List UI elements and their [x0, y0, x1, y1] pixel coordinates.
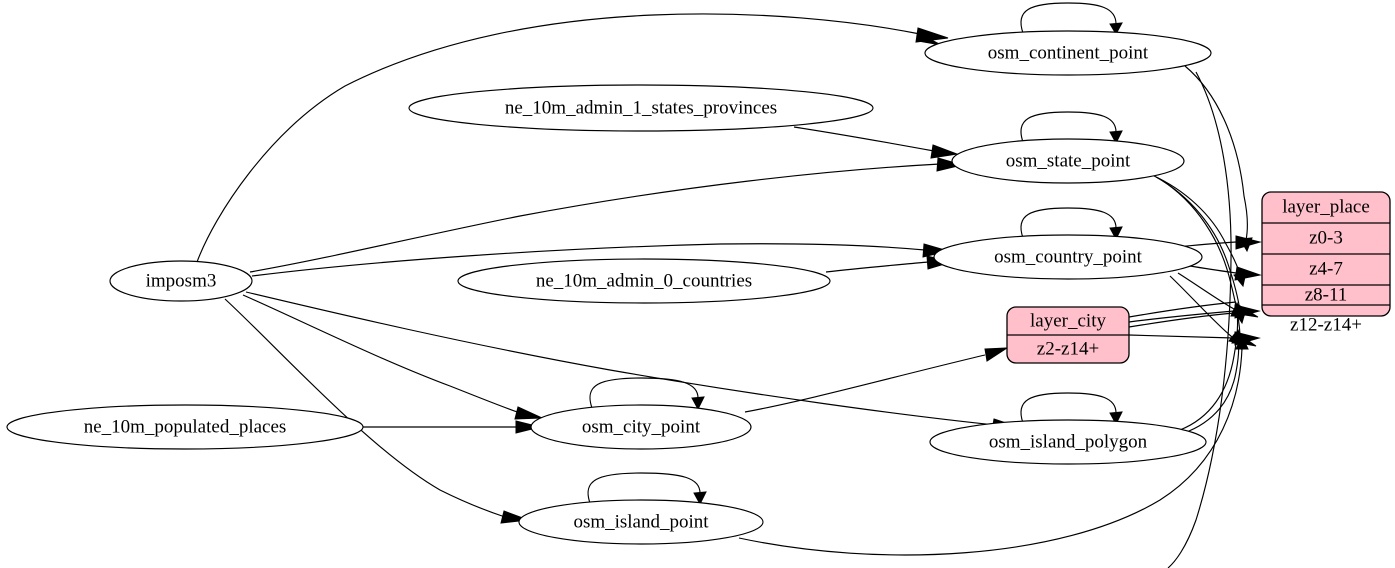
node-osm_island_polygon[interactable]: osm_island_polygon: [929, 419, 1207, 465]
record-layer_city-header: layer_city: [1030, 310, 1106, 331]
record-node-layer_city[interactable]: layer_city z2-z14+: [1006, 306, 1130, 364]
node-imposm3[interactable]: imposm3: [109, 260, 253, 302]
node-osm_country_point[interactable]: osm_country_point: [933, 234, 1203, 280]
edge-osm_island_polygon-to-layer_place-z8-11: [1179, 301, 1244, 431]
edge-self-loop-osm_state_point: [1020, 111, 1123, 145]
record-node-layer_place[interactable]: layer_place z0-3 z4-7 z8-11 z12-z14+: [1261, 191, 1391, 335]
edge-layer_city-to-layer_place-z8-11-b: [1128, 312, 1235, 328]
record-layer_place-row-z12-z14[interactable]: z12-z14+: [1290, 314, 1362, 335]
node-osm_state_point[interactable]: osm_state_point: [951, 138, 1185, 184]
edge-osm_city_point-to-layer_city: [744, 347, 1009, 413]
edge-osm_continent_point-down-rail: [1167, 71, 1232, 568]
edge-self-loop-osm_country_point: [1020, 207, 1123, 241]
nodes-layer: imposm3 ne_10m_populated_places ne_10m_a…: [6, 30, 1391, 545]
edge-self-loop-osm_continent_point: [1020, 2, 1123, 36]
record-layer_place-row-z0-3[interactable]: z0-3: [1309, 227, 1343, 248]
node-osm_island_polygon-label: osm_island_polygon: [989, 431, 1148, 452]
edge-self-loop-osm_city_point: [589, 377, 705, 411]
node-ne_10m_admin_0_countries-label: ne_10m_admin_0_countries: [536, 270, 752, 291]
node-osm_island_point-label: osm_island_point: [573, 511, 709, 532]
edge-osm_country_point-to-layer_place-z4-7: [1189, 265, 1262, 281]
edge-layer_city-upper-out: [1128, 301, 1237, 318]
edge-osm_continent_point-to-layer_place-z0-3: [1184, 65, 1253, 253]
edge-ne0-to-osm_country_point: [825, 255, 953, 273]
node-osm_continent_point-label: osm_continent_point: [988, 42, 1149, 63]
node-osm_city_point-label: osm_city_point: [582, 416, 701, 437]
node-osm_state_point-label: osm_state_point: [1006, 150, 1131, 171]
node-ne_10m_admin_1_states_provinces[interactable]: ne_10m_admin_1_states_provinces: [408, 84, 874, 132]
record-layer_place-row-z8-11[interactable]: z8-11: [1305, 284, 1348, 305]
record-layer_place-header: layer_place: [1282, 196, 1370, 217]
edge-ne_pop-to-osm_city_point: [363, 420, 541, 434]
node-imposm3-label: imposm3: [146, 270, 217, 291]
edge-ne1-to-osm_state_point: [793, 126, 959, 159]
node-ne_10m_admin_0_countries[interactable]: ne_10m_admin_0_countries: [457, 258, 831, 304]
node-osm_continent_point[interactable]: osm_continent_point: [924, 30, 1212, 76]
node-osm_island_point[interactable]: osm_island_point: [518, 499, 764, 545]
node-osm_city_point[interactable]: osm_city_point: [530, 404, 752, 450]
node-ne_10m_populated_places-label: ne_10m_populated_places: [84, 416, 287, 437]
edge-osm_island_point-to-layer_place-z12-z14: [738, 334, 1249, 556]
edges-layer: [196, 2, 1262, 568]
edge-imposm3-to-osm_continent_point: [196, 13, 949, 263]
edge-imposm3-to-osm_city_point: [242, 294, 543, 420]
node-osm_country_point-label: osm_country_point: [994, 246, 1142, 267]
node-ne_10m_populated_places[interactable]: ne_10m_populated_places: [6, 404, 364, 450]
record-layer_place-row-z4-7[interactable]: z4-7: [1309, 258, 1343, 279]
edge-imposm3-to-osm_state_point: [249, 157, 964, 273]
edge-self-loop-osm_island_point: [587, 472, 707, 506]
node-ne_10m_admin_1_states_provinces-label: ne_10m_admin_1_states_provinces: [505, 97, 777, 118]
edge-self-loop-osm_island_polygon: [1020, 392, 1123, 426]
record-layer_city-row-z2-z14[interactable]: z2-z14+: [1037, 338, 1099, 359]
